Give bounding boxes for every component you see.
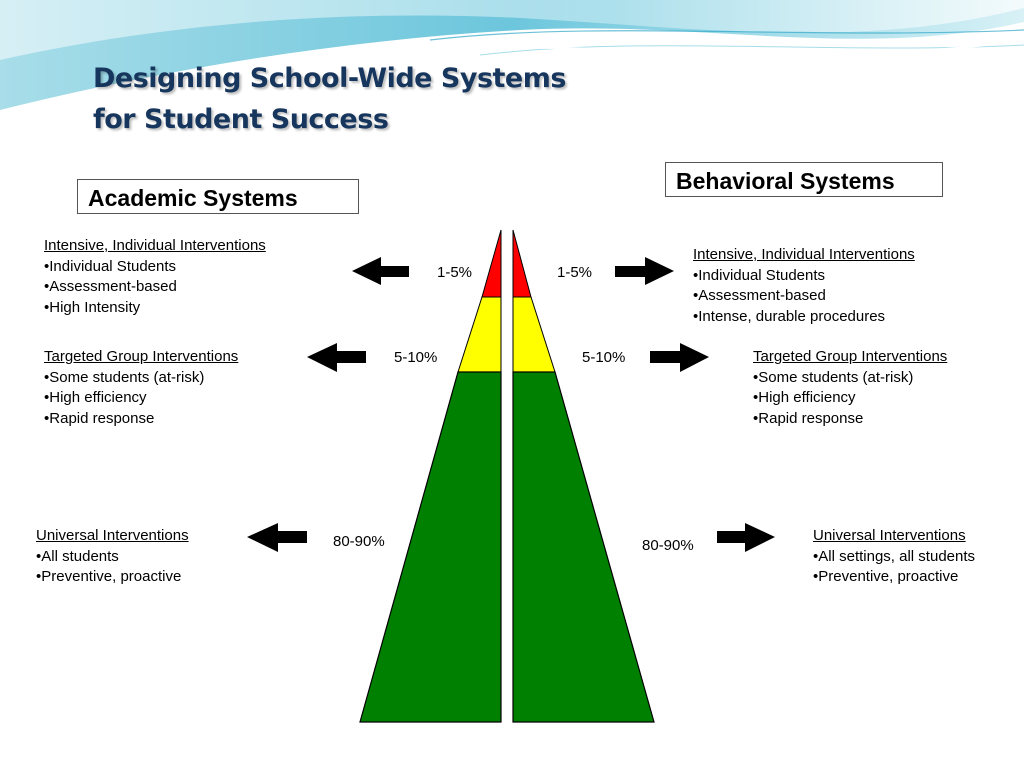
behavioral-universal-tier: Universal Interventions All settings, al…: [813, 526, 975, 588]
title-line-1: Designing School-Wide Systems: [93, 63, 566, 94]
arrow-right-icon: [615, 257, 674, 285]
arrow-left-icon: [352, 257, 409, 285]
tier-heading: Targeted Group Interventions: [44, 348, 239, 365]
tier-heading: Universal Interventions: [813, 527, 966, 544]
list-item: Preventive, proactive: [813, 567, 975, 588]
academic-systems-label: Academic Systems: [77, 179, 359, 214]
academic-targeted-tier: Targeted Group Interventions Some studen…: [44, 347, 238, 429]
behavioral-universal-segment: [512, 371, 655, 723]
academic-universal-percent: 80-90%: [333, 533, 385, 550]
behavioral-intensive-percent: 1-5%: [557, 264, 593, 281]
list-item: Assessment-based: [693, 286, 915, 307]
behavioral-intensive-segment: [512, 229, 532, 298]
academic-intensive-percent: 1-5%: [437, 264, 473, 281]
list-item: Individual Students: [693, 266, 915, 287]
page-title: Designing School-Wide Systems for Studen…: [93, 58, 566, 140]
list-item: High Intensity: [44, 298, 266, 319]
list-item: Individual Students: [44, 257, 266, 278]
list-item: Rapid response: [753, 409, 947, 430]
behavioral-universal-percent: 80-90%: [642, 537, 694, 554]
list-item: Preventive, proactive: [36, 567, 189, 588]
behavioral-systems-label: Behavioral Systems: [665, 162, 943, 197]
list-item: All settings, all students: [813, 547, 975, 568]
academic-universal-tier: Universal Interventions All students Pre…: [36, 526, 189, 588]
arrow-right-icon: [650, 343, 709, 372]
title-line-2: for Student Success: [93, 104, 389, 135]
tier-heading: Intensive, Individual Interventions: [44, 237, 266, 254]
list-item: All students: [36, 547, 189, 568]
list-item: Rapid response: [44, 409, 238, 430]
tier-heading: Universal Interventions: [36, 527, 189, 544]
behavioral-targeted-tier: Targeted Group Interventions Some studen…: [753, 347, 947, 429]
behavioral-targeted-percent: 5-10%: [582, 349, 626, 366]
list-item: Intense, durable procedures: [693, 307, 915, 328]
list-item: Some students (at-risk): [44, 368, 238, 389]
arrow-left-icon: [247, 523, 307, 552]
list-item: Assessment-based: [44, 277, 266, 298]
arrow-right-icon: [717, 523, 775, 552]
tier-heading: Intensive, Individual Interventions: [693, 246, 915, 263]
academic-targeted-percent: 5-10%: [394, 349, 438, 366]
behavioral-intensive-tier: Intensive, Individual Interventions Indi…: [693, 245, 915, 327]
academic-intensive-segment: [481, 229, 502, 298]
behavioral-targeted-segment: [512, 296, 556, 373]
header-wave-decoration: [0, 0, 1024, 113]
arrow-left-icon: [307, 343, 366, 372]
academic-targeted-segment: [457, 296, 502, 373]
academic-intensive-tier: Intensive, Individual Interventions Indi…: [44, 236, 266, 318]
list-item: Some students (at-risk): [753, 368, 947, 389]
list-item: High efficiency: [753, 388, 947, 409]
list-item: High efficiency: [44, 388, 238, 409]
tier-heading: Targeted Group Interventions: [753, 348, 948, 365]
